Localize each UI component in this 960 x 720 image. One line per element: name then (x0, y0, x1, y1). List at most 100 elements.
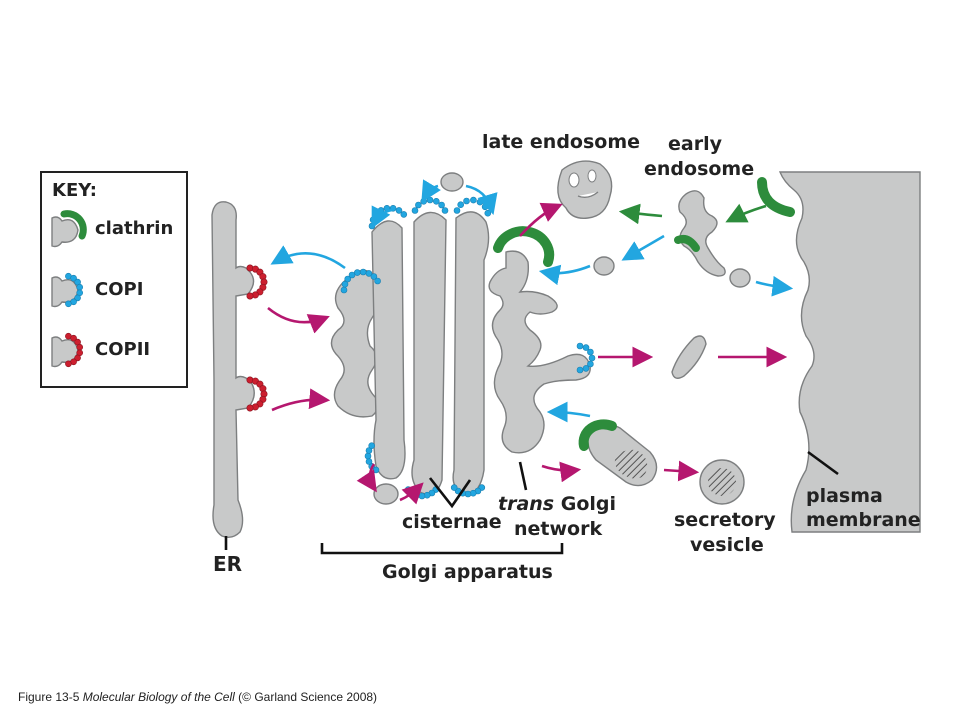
golgi-anterograde-arrow-1 (356, 463, 377, 493)
copi-coat-dot (426, 196, 434, 204)
key-label-copi: COPI (95, 279, 143, 300)
copi-vesicle-top (440, 172, 464, 192)
cisternae-leader (428, 477, 472, 509)
copi-coat-dot (395, 207, 403, 214)
plasma-membrane-label-1: plasma (806, 485, 883, 507)
copi-coat-dot (582, 365, 590, 372)
copi-coat-dot (400, 211, 408, 218)
copi-coat-dot (438, 201, 445, 209)
endocytic-vesicle (729, 268, 751, 288)
er-label: ER (213, 552, 242, 576)
early-endosome (674, 190, 726, 277)
copi-coat-dot (65, 300, 72, 308)
copii-key-icon (51, 332, 83, 368)
granule-to-vesicle-arrow (663, 460, 700, 482)
caption-book-title: Molecular Biology of the Cell (82, 690, 235, 704)
early-endosome-label-2: endosome (644, 158, 754, 180)
early-to-late-arrow (618, 203, 663, 225)
tgn-to-late-endosome-arrow (519, 202, 563, 237)
er (211, 201, 268, 539)
copi-coat-dot (576, 366, 584, 374)
tgn-clathrin-coat (493, 226, 555, 267)
tgn-label-rest: Golgi (554, 493, 616, 515)
copi-coat-dot (364, 452, 372, 460)
er-to-golgi-arrow-1 (267, 306, 330, 334)
copi-coat-dot (432, 198, 440, 205)
copi-coat-dot (441, 207, 449, 214)
key-title: KEY: (52, 180, 97, 201)
secretory-vesicle (699, 459, 745, 505)
golgi-apparatus-label: Golgi apparatus (382, 561, 553, 583)
early-to-recycling-arrow (621, 234, 665, 261)
tgn-label: trans Golgi (498, 493, 616, 515)
golgi-retro-arrow-3 (465, 184, 498, 215)
copii-coat-dot (246, 292, 254, 300)
copi-coat-dot (463, 197, 470, 205)
constitutive-vesicle (671, 335, 707, 379)
copi-coat-dot (411, 207, 419, 214)
copi-coat-dot (368, 442, 376, 450)
er-to-golgi-arrow-2 (271, 388, 331, 412)
secretory-vesicle-label-2: vesicle (690, 534, 764, 556)
recycling-vesicle (593, 256, 615, 276)
golgi-retro-arrow-1 (371, 205, 393, 229)
copi-coat-dot (365, 270, 373, 277)
late-endosome (557, 160, 613, 219)
early-endosome-label-1: early (668, 133, 723, 155)
endocytosis-arrow (725, 203, 767, 223)
copi-coat-dot (353, 269, 361, 276)
copi-coat-dot (470, 196, 477, 204)
late-endosome-label: late endosome (482, 131, 640, 153)
copi-coat-dot (344, 275, 352, 283)
key-label-copii: COPII (95, 339, 150, 360)
recycling-to-pm-arrow (755, 275, 794, 297)
copi-coat-dot (359, 268, 367, 276)
copi-coat-dot (404, 486, 412, 493)
tgn-to-granule-arrow (541, 461, 582, 483)
recycling-to-tgn-arrow (538, 264, 591, 286)
granule-to-tgn-arrow (546, 401, 591, 423)
copi-coat-dot (457, 201, 465, 208)
clathrin-key-icon (51, 210, 87, 248)
copi-coat-dot (420, 198, 428, 205)
trans-golgi-network (488, 250, 591, 454)
copii-coat-dot (74, 354, 81, 362)
plasma-membrane (757, 171, 921, 533)
golgi-apparatus-bracket (320, 543, 564, 555)
immature-secretory-granule (578, 419, 658, 487)
copi-coat-dot (348, 271, 356, 279)
figure-caption: Figure 13-5 Molecular Biology of the Cel… (18, 690, 377, 704)
copi-coat-dot (453, 207, 461, 214)
key-label-clathrin: clathrin (95, 218, 173, 239)
copii-coat-dot (76, 343, 83, 351)
copi-coat-dot (374, 277, 381, 285)
copi-vesicle-bottom (373, 483, 399, 505)
copi-coat-dot (74, 294, 81, 302)
tgn-leader (518, 461, 528, 491)
secretory-vesicle-label-1: secretory (674, 509, 776, 531)
copi-coat-dot (76, 283, 83, 291)
golgi-retro-arrow-2 (421, 179, 441, 203)
copi-coat-dot (476, 198, 484, 206)
copi-coat-dot (70, 274, 77, 282)
plasma-membrane-label-2: membrane (806, 509, 921, 531)
key-box: KEY: clathrin COPI COPII (40, 171, 188, 388)
copi-coat-dot (340, 286, 348, 294)
plasma-membrane-leader (807, 450, 839, 476)
copi-coat-dot (481, 203, 489, 211)
copi-coat-dot (365, 458, 373, 465)
cisternae-label: cisternae (402, 511, 502, 533)
copi-coat-dot (576, 342, 584, 350)
golgi-stack (330, 196, 492, 500)
tgn-label-italic: trans (498, 493, 554, 515)
copi-coat-dot (582, 344, 590, 351)
copii-coat-dot (65, 360, 72, 368)
caption-figure-number: Figure 13-5 (18, 690, 80, 704)
copi-coat-dot (587, 360, 594, 368)
golgi-to-er-arrow (270, 245, 346, 270)
copi-coat-dot (341, 280, 349, 288)
network-label: network (514, 518, 602, 540)
copii-coat-dot (70, 334, 77, 342)
caption-credit: (© Garland Science 2008) (238, 690, 378, 704)
